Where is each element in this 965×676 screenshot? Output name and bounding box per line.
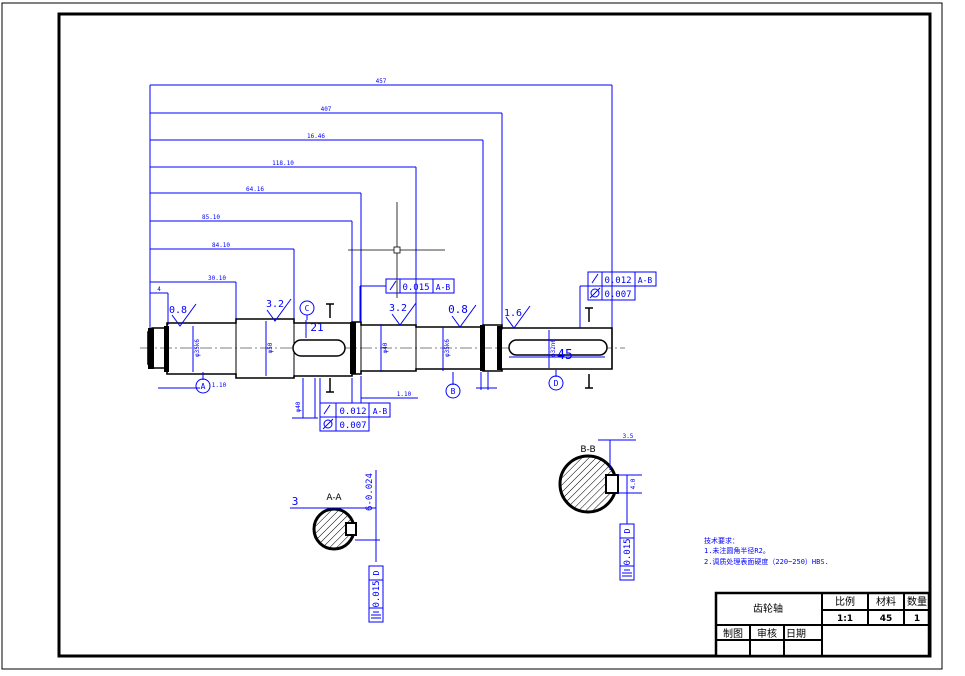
- material-label: 材料: [876, 595, 896, 608]
- section-b-depth: 4.0: [630, 478, 637, 489]
- part-name: 齿轮轴: [753, 602, 783, 615]
- section-a-dim-3: 3: [292, 495, 299, 508]
- tol-top-ref: A-B: [436, 283, 451, 292]
- tol-frame-top: 0.015 A-B: [359, 278, 455, 322]
- notes-line-1: 1.未注圆角半径R2。: [704, 546, 770, 555]
- dim-fillet-2: 1.10: [397, 391, 412, 398]
- dim-88: 64.16: [246, 186, 264, 193]
- dim-small: 4: [157, 286, 161, 293]
- sheet-outer-border: [1, 2, 943, 670]
- datum-d: D: [554, 379, 559, 388]
- section-a-tol-ref: D: [372, 570, 381, 575]
- date-label: 日期: [786, 628, 806, 640]
- section-cut-markers: [326, 303, 593, 393]
- qty-label: 数量: [907, 595, 927, 608]
- roughness-1: 0.8: [169, 305, 187, 316]
- shaft-main-view: φ35k6 φ50 φ40 φ35k6 φ32n6 21 45 1.10 1.1…: [140, 318, 625, 419]
- datum-c: C: [305, 304, 310, 313]
- keyway-1: [292, 339, 346, 357]
- keyway-2: [508, 339, 608, 356]
- technical-notes: 技术要求： 1.未注圆角半径R2。 2.调质处理表面硬度（220~250）HBS…: [704, 536, 829, 566]
- check-label: 审核: [757, 627, 777, 640]
- tol-right-runout-ref: A-B: [638, 276, 653, 285]
- section-b-tol-ref: D: [623, 528, 632, 533]
- tol-bottom-cyl-value: 0.007: [339, 421, 366, 431]
- dim-407: 407: [321, 106, 332, 113]
- datum-a: A: [201, 382, 206, 391]
- section-b-label: B-B: [580, 445, 595, 455]
- tol-right-cyl-value: 0.007: [604, 290, 631, 300]
- notes-line-2: 2.调质处理表面硬度（220~250）HBS.: [704, 557, 829, 566]
- dim-tenth: 16.46: [307, 133, 325, 140]
- tol-right-runout-value: 0.012: [604, 276, 631, 286]
- sheet-inner-border: [57, 12, 932, 658]
- section-a-depth: 6-0.024: [365, 473, 375, 511]
- section-a-label: A-A: [326, 493, 342, 503]
- dim-82: 84.10: [212, 242, 230, 249]
- section-a-a: A-A 3 6-0.024 0.015 D: [290, 470, 384, 623]
- crosshair-marker: [348, 202, 445, 298]
- horizontal-dimensions: 457 407 16.46 118.10 64.16 85.10 84.10 3…: [149, 78, 613, 330]
- dia-2: φ50: [267, 342, 274, 353]
- roughness-2: 3.2: [266, 299, 284, 310]
- tol-top-value: 0.015: [402, 283, 429, 293]
- scale-label: 比例: [835, 595, 855, 608]
- section-b-b: B-B 3.5 4.0 0.015 D: [558, 433, 642, 581]
- dim-keyway-45: 45: [557, 348, 573, 363]
- dia-5: φ32n6: [550, 339, 557, 357]
- title-block: 齿轮轴 比例 材料 数量 1:1 45 1 制图 审核 日期: [714, 591, 931, 658]
- tol-bottom-runout-ref: A-B: [373, 407, 388, 416]
- roughness-4: 0.8: [448, 303, 468, 316]
- dim-86: 85.10: [202, 214, 220, 221]
- dia-4: φ35k6: [444, 339, 451, 357]
- tol-frame-right: 0.012 A-B 0.007: [579, 271, 657, 328]
- dia-1: φ35k6: [194, 339, 201, 357]
- tol-bottom-runout-value: 0.012: [339, 407, 366, 417]
- dim-overall-length: 457: [376, 78, 387, 85]
- draw-label: 制图: [723, 627, 743, 640]
- datum-markers: A B C D: [195, 300, 564, 399]
- scale-value: 1:1: [837, 614, 853, 624]
- dia-3: φ40: [382, 342, 389, 353]
- roughness-symbols: 0.8 3.2 3.2 0.8 1.6: [169, 298, 531, 329]
- dim-keyway-21: 21: [310, 321, 323, 334]
- dim-fillet-1: 1.10: [212, 382, 227, 389]
- dim-26: 30.10: [208, 275, 226, 282]
- dim-118: 118.10: [272, 160, 294, 167]
- section-b-tol-value: 0.015: [623, 538, 633, 565]
- qty-value: 1: [914, 614, 920, 624]
- notes-heading: 技术要求：: [704, 536, 739, 545]
- material-value: 45: [880, 614, 893, 624]
- datum-b: B: [451, 387, 456, 396]
- roughness-5: 1.6: [504, 308, 522, 319]
- section-a-tol-value: 0.015: [372, 580, 382, 607]
- roughness-3: 3.2: [389, 303, 407, 314]
- section-b-width: 3.5: [623, 433, 634, 440]
- dia-6: φ40: [295, 401, 302, 412]
- tol-frame-bottom: 0.012 A-B 0.007: [319, 378, 391, 432]
